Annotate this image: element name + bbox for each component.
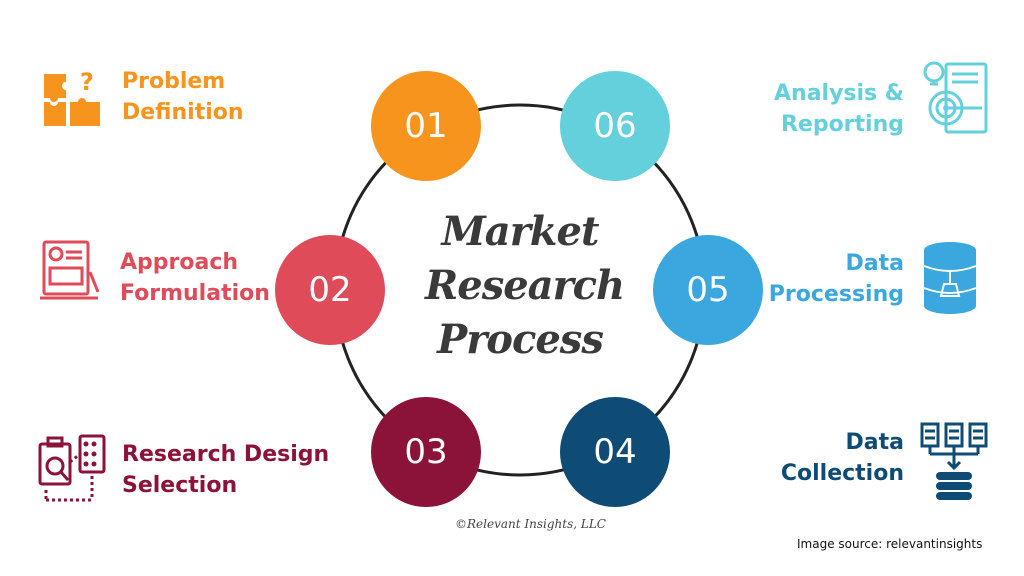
step-label-02: Approach Formulation [120,247,270,309]
step-label-06: Analysis & Reporting [742,78,904,140]
step-label-line: Definition [122,100,244,125]
title-line: Market [441,208,600,255]
step-label-line: Approach [120,250,239,275]
step-circle-05: 05 [653,235,763,345]
step-circle-04: 04 [560,397,670,507]
step-label-line: Reporting [780,112,904,137]
step-label-line: Data [845,251,904,276]
step-circle-03: 03 [371,397,481,507]
svg-text:?: ? [80,68,94,96]
step-label-01: Problem Definition [122,66,244,128]
title-line: Research [425,262,625,309]
step-label-line: Research Design [122,442,330,467]
step-label-line: Formulation [120,281,270,306]
step-label-line: Processing [768,282,904,307]
step-circle-02: 02 [275,235,385,345]
step-label-line: Data [845,430,904,455]
step-label-line: Selection [122,473,238,498]
step-label-line: Analysis & [774,81,904,106]
clipboard-design-icon [38,434,106,502]
report-target-icon [923,61,988,134]
step-label-line: Problem [122,69,226,94]
copyright-text: ©Relevant Insights, LLC [455,517,606,531]
step-circle-01: 01 [371,71,481,181]
center-title: Market Research Process [425,205,625,367]
step-label-line: Collection [780,461,904,486]
step-label-03: Research Design Selection [122,439,329,501]
plan-settings-icon [40,240,100,300]
image-source-text: Image source: relevantinsights [797,537,983,551]
puzzle-question-icon: ? [44,68,100,126]
database-broom-icon [923,242,977,314]
step-label-04: Data Collection [742,427,904,489]
step-circle-06: 06 [560,71,670,181]
title-line: Process [437,316,604,363]
step-label-05: Data Processing [742,248,904,310]
data-collection-icon [920,422,988,500]
